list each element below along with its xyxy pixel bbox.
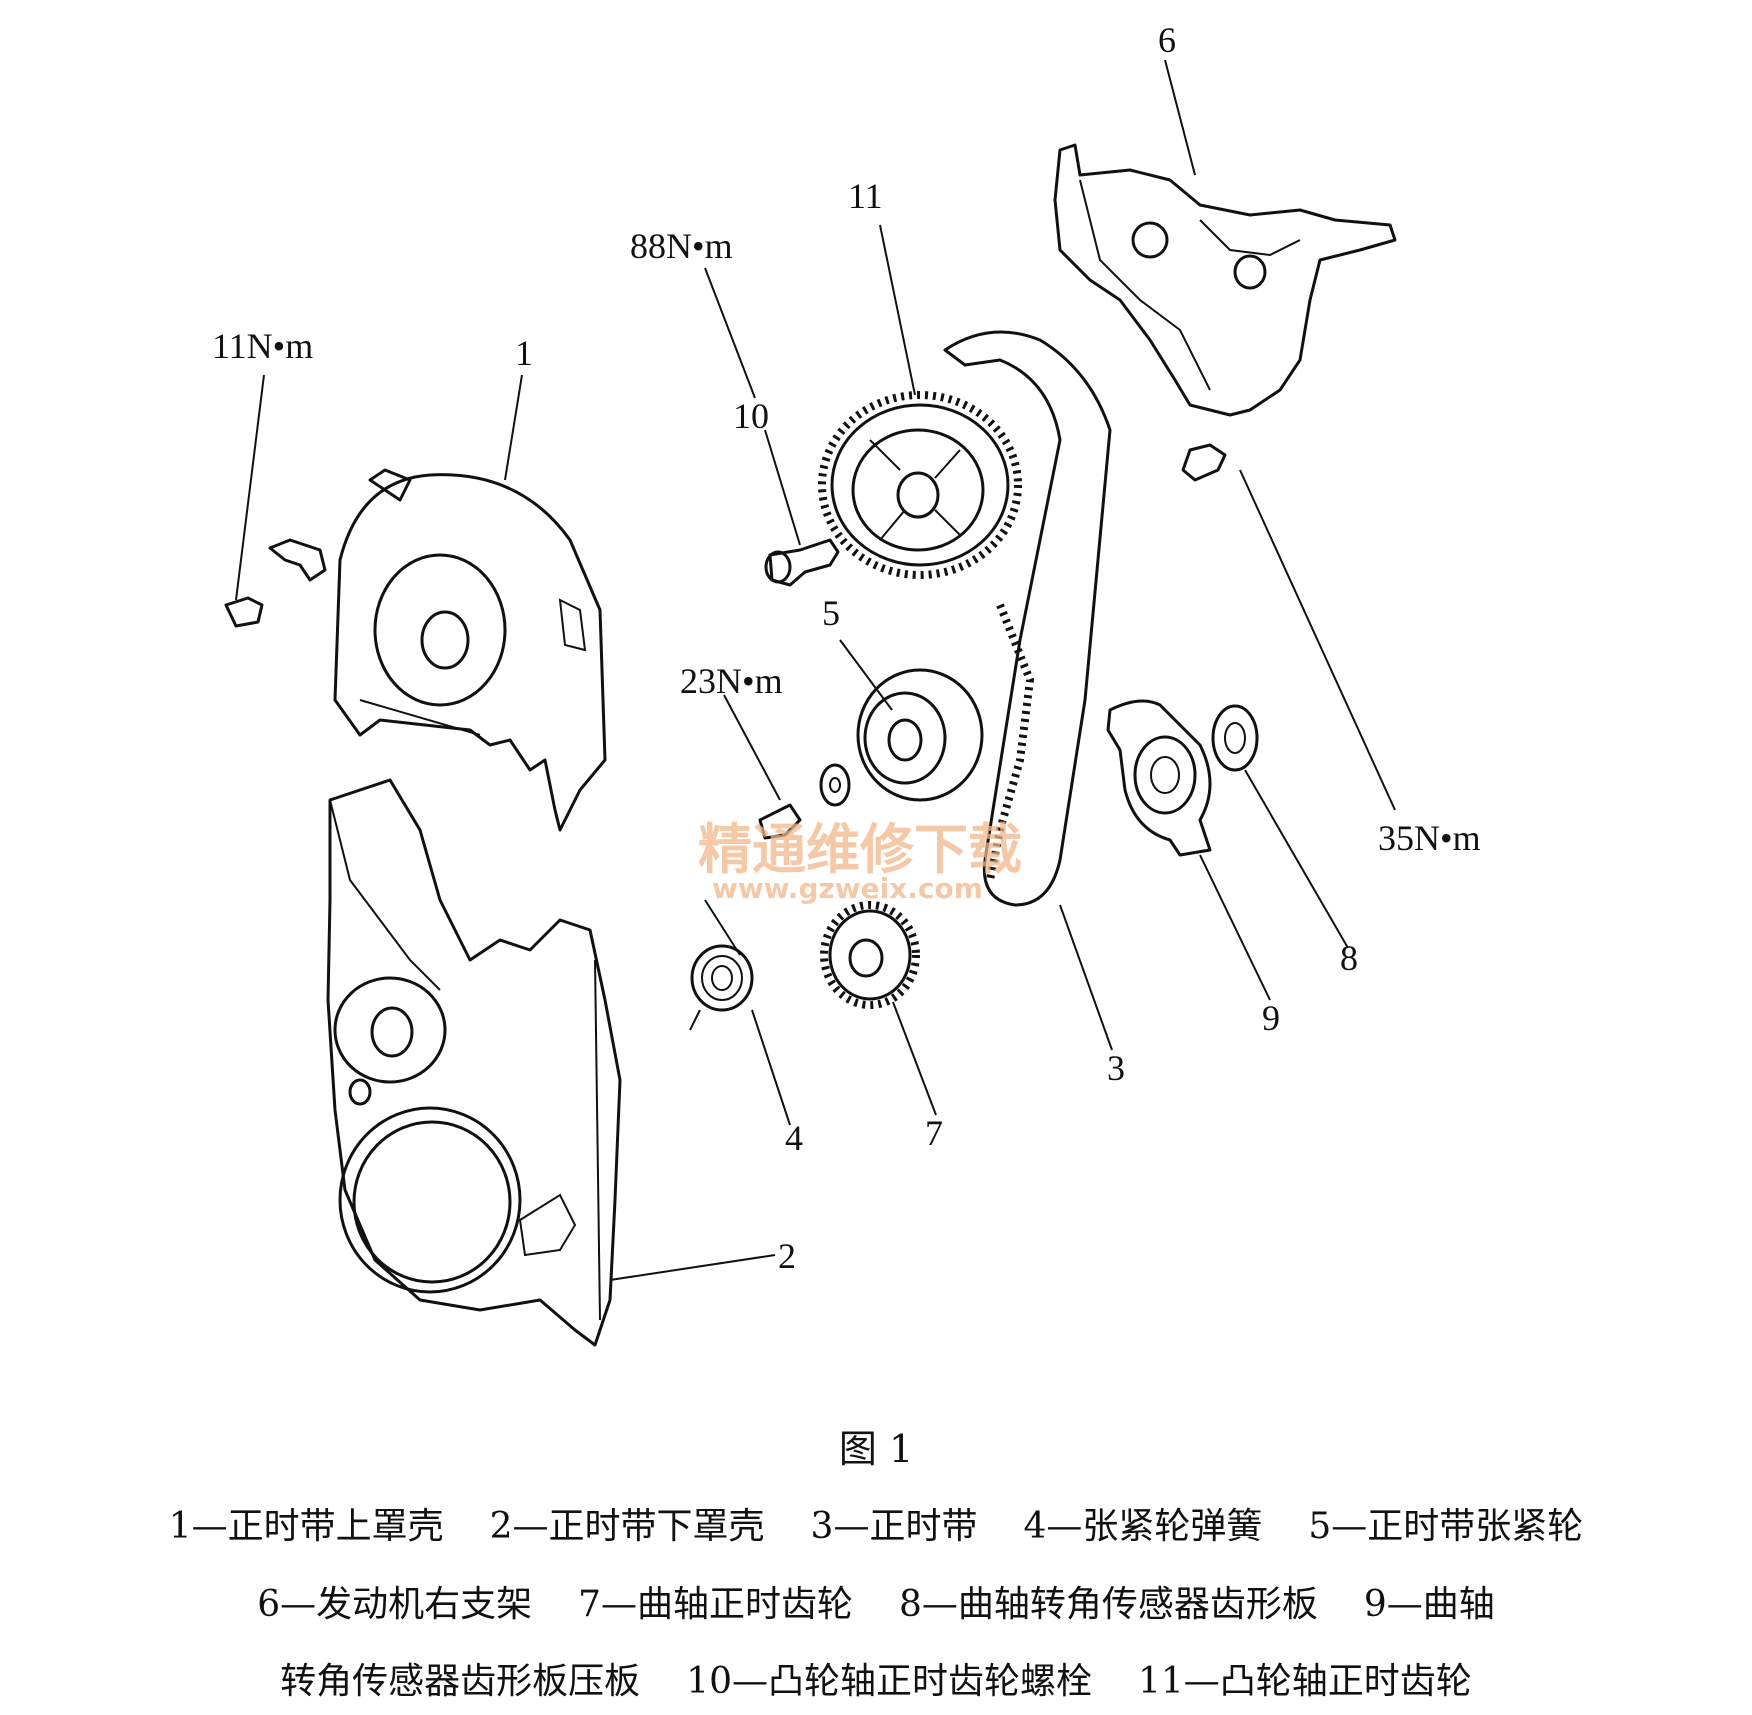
legend-item: 11—凸轮轴正时齿轮 [1138, 1661, 1472, 1702]
label-part-2: 2 [778, 1236, 796, 1276]
legend-row: 转角传感器齿形板压板 10—凸轮轴正时齿轮螺栓 11—凸轮轴正时齿轮 [0, 1652, 1752, 1704]
sensor-pressure-plate [1106, 699, 1212, 857]
legend-item: 7—曲轴正时齿轮 [578, 1584, 853, 1625]
tensioner-bolt-23nm [758, 763, 851, 840]
legend-item: 转角传感器齿形板压板 [280, 1661, 641, 1702]
legend-item: 4—张紧轮弹簧 [1023, 1506, 1263, 1547]
label-torque-11: 11N•m [212, 326, 313, 366]
cover-bolt-11nm [224, 538, 327, 628]
legend-item: 9—曲轴 [1363, 1584, 1495, 1625]
label-part-6: 6 [1158, 20, 1176, 60]
label-part-3: 3 [1107, 1048, 1125, 1088]
engine-right-bracket [1053, 143, 1397, 482]
label-torque-88: 88N•m [630, 226, 733, 266]
legend-item: 10—凸轮轴正时齿轮螺栓 [686, 1661, 1092, 1702]
watermark: 精通维修下载 www.gzweix.com [698, 818, 1022, 905]
legend-item: 8—曲轴转角传感器齿形板 [899, 1584, 1318, 1625]
label-part-9: 9 [1262, 998, 1280, 1038]
camshaft-gear-bolt [764, 538, 840, 587]
legend-row: 6—发动机右支架 7—曲轴正时齿轮 8—曲轴转角传感器齿形板 9—曲轴 [0, 1575, 1752, 1627]
figure-title: 图 1 [838, 1427, 914, 1471]
label-part-7: 7 [925, 1113, 943, 1153]
label-part-1: 1 [515, 333, 533, 373]
legend-item: 3—正时带 [810, 1506, 978, 1547]
label-torque-23: 23N•m [680, 661, 783, 701]
label-part-8: 8 [1340, 938, 1358, 978]
legend-row: 1—正时带上罩壳 2—正时带下罩壳 3—正时带 4—张紧轮弹簧 5—正时带张紧轮 [0, 1497, 1752, 1549]
timing-belt [943, 330, 1112, 907]
legend-item: 5—正时带张紧轮 [1308, 1506, 1584, 1547]
legend-item: 2—正时带下罩壳 [489, 1506, 765, 1547]
upper-timing-belt-cover [333, 468, 607, 832]
crankshaft-timing-gear [820, 901, 920, 1009]
tensioner-spring [689, 899, 754, 1031]
leader-lines [235, 59, 1396, 1281]
label-part-11: 11 [848, 176, 883, 216]
label-part-4: 4 [785, 1118, 803, 1158]
sensor-tooth-plate [1211, 704, 1259, 772]
label-part-5: 5 [822, 593, 840, 633]
camshaft-timing-gear [818, 391, 1022, 579]
label-part-10: 10 [733, 396, 769, 436]
legend-item: 6—发动机右支架 [257, 1584, 533, 1625]
lower-timing-belt-cover [326, 778, 622, 1347]
watermark-url: www.gzweix.com [712, 872, 983, 905]
timing-belt-tensioner [856, 668, 984, 802]
legend-item: 1—正时带上罩壳 [168, 1506, 444, 1547]
label-torque-35: 35N•m [1378, 818, 1481, 858]
exploded-diagram: 6 11 88N•m 11N•m 1 10 5 23N•m 35N•m 8 9 … [212, 20, 1481, 1347]
watermark-cn: 精通维修下载 [698, 818, 1022, 881]
labels: 6 11 88N•m 11N•m 1 10 5 23N•m 35N•m 8 9 … [212, 20, 1481, 1276]
